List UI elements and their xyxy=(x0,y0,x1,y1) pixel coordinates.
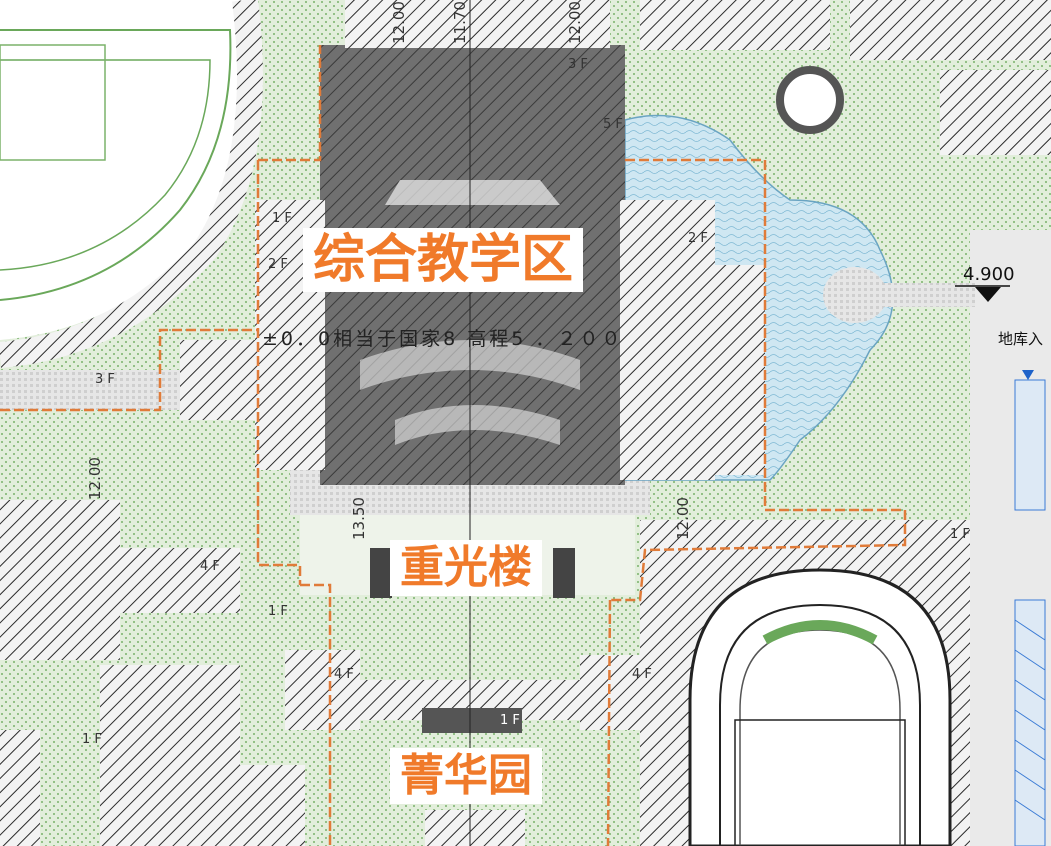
dimension-label: 12.00 xyxy=(390,1,408,44)
dimension-label: 12.00 xyxy=(674,497,692,540)
floor-label: 4 F xyxy=(632,667,652,682)
label-jinghua-garden: 菁华园 xyxy=(390,748,542,804)
dimension-label: 11.70 xyxy=(451,1,469,44)
floor-label: 5 F xyxy=(603,117,623,132)
floor-label: 1 F xyxy=(950,527,970,542)
elevation-datum-note: ±0．0相当于国家8 高程5 ．２００ xyxy=(262,328,624,350)
floor-label: 1 F xyxy=(272,211,292,226)
floor-label: 4 F xyxy=(334,667,354,682)
floor-label: 1 F xyxy=(500,713,520,728)
dimension-label: 12.00 xyxy=(86,457,104,500)
track-field-top xyxy=(0,0,252,340)
floor-label: 3 F xyxy=(568,57,588,72)
dimension-label: 13.50 xyxy=(350,497,368,540)
label-chongguang-building: 重光楼 xyxy=(390,540,542,596)
elevation-value: 4.900 xyxy=(963,264,1015,285)
label-comprehensive-teaching-zone: 综合教学区 xyxy=(303,228,584,292)
floor-label: 1 F xyxy=(268,604,288,619)
floor-label: 2 F xyxy=(268,257,288,272)
dimension-label: 12.00 xyxy=(566,1,584,44)
floor-label: 4 F xyxy=(200,559,220,574)
elevation-marker xyxy=(975,287,1001,302)
floor-label: 1 F xyxy=(82,732,102,747)
site-boundary xyxy=(0,45,907,846)
floor-label: 3 F xyxy=(95,372,115,387)
floor-label: 2 F xyxy=(688,231,708,246)
garage-entrance-label: 地库入 xyxy=(998,330,1044,348)
